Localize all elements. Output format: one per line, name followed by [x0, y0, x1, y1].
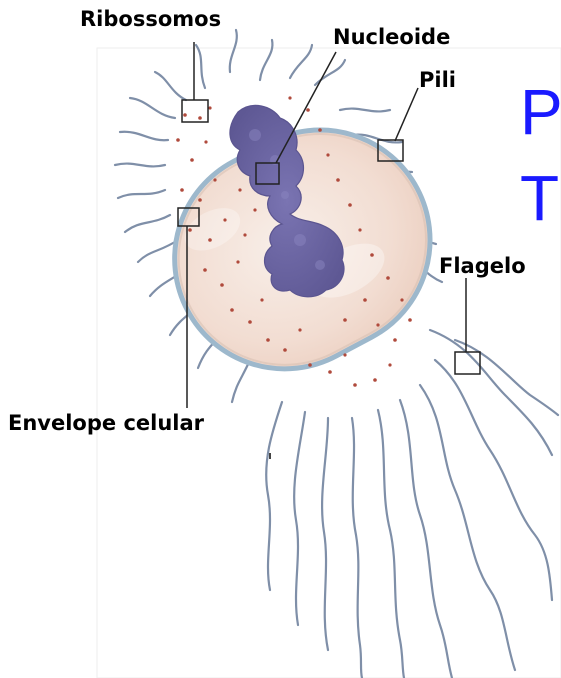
slide-title-fragment-line1: P: [520, 80, 561, 144]
slide-title-fragment-line2: T: [520, 166, 559, 230]
stray-mark: [269, 453, 271, 459]
label-nucleoide: Nucleoide: [333, 27, 450, 48]
label-envelope-celular: Envelope celular: [8, 413, 204, 434]
label-ribossomos: Ribossomos: [80, 9, 221, 30]
label-pili: Pili: [419, 70, 456, 91]
label-flagelo: Flagelo: [439, 256, 526, 277]
